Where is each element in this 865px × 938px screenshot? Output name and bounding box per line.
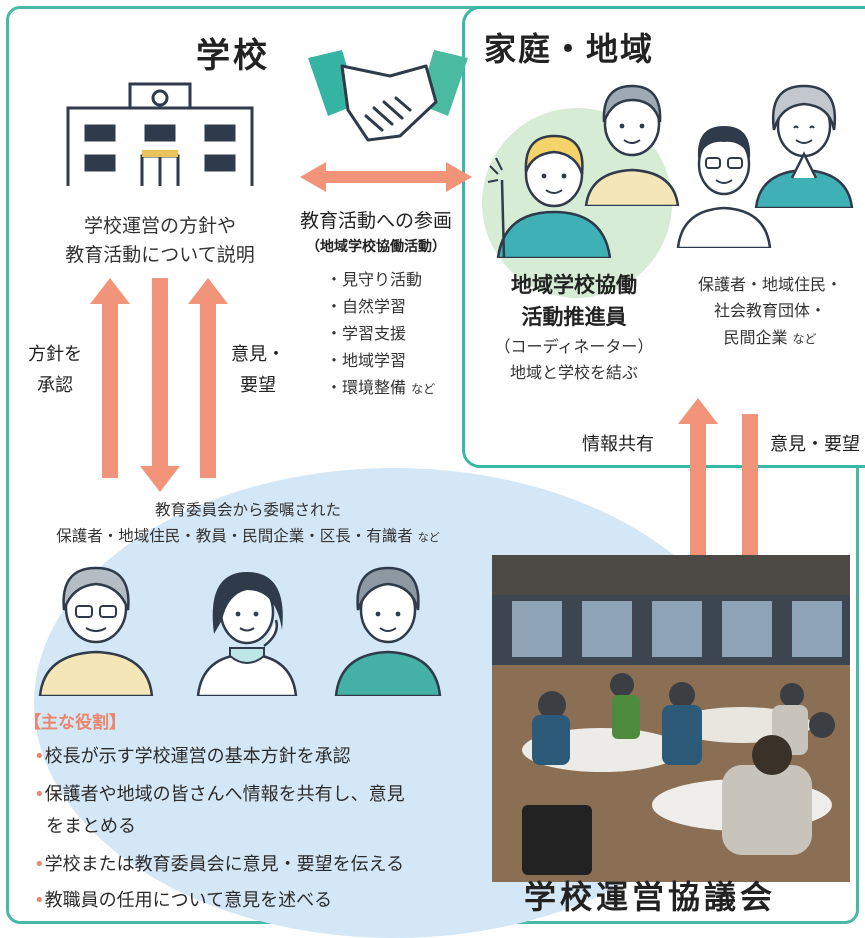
appointed-line1: 教育委員会から委嘱された [154, 501, 341, 519]
opinion-label: 意見・ 要望 [226, 340, 290, 401]
elder-woman-illustration [754, 84, 854, 208]
home-title: 家庭・地域 [484, 30, 655, 68]
members-line3-suffix: など [792, 331, 817, 346]
bullet-dot-icon: • [34, 890, 45, 911]
school-desc-line2: 教育活動について説明 [65, 244, 255, 267]
council-meeting-photo [492, 555, 850, 882]
appointed-line2-suffix: など [417, 530, 440, 544]
opinion-request-label: 意見・要望 [770, 434, 860, 455]
approve-label: 方針を 承認 [20, 340, 90, 401]
explain-down-arrow [140, 278, 180, 492]
opinion-label-line1: 意見・ [231, 344, 285, 365]
participation-subtitle: （地域学校協働活動） [306, 239, 446, 255]
school-description: 学校運営の方針や 教育活動について説明 [40, 212, 280, 271]
participation-item-5-main: ・環境整備 [326, 378, 407, 397]
participation-item-3: ・学習支援 [326, 324, 407, 343]
participation-item-5: ・環境整備 など [326, 374, 435, 403]
opinion-up-arrow [188, 278, 228, 478]
council-woman-illustration [196, 572, 298, 696]
bullet-dot-icon: • [34, 854, 45, 875]
approve-up-arrow [90, 278, 130, 478]
coordinator-woman-illustration [487, 134, 612, 258]
participation-item-4: ・地域学習 [326, 351, 407, 370]
opinion-label-line2: 要望 [240, 374, 276, 396]
info-share-label: 情報共有 [582, 430, 654, 456]
info-share-up-arrow [678, 398, 718, 582]
members-line3-main: 民間企業 [723, 327, 788, 347]
role-item: •教職員の任用について意見を述べる [34, 886, 332, 912]
roles-heading: 【主な役割】 [24, 713, 126, 733]
members-line1: 保護者・地域住民・ [697, 275, 842, 294]
coordinator-title-line1: 地域学校協働 [511, 273, 637, 297]
role-text: 学校または教育委員会に意見・要望を伝える [44, 854, 405, 875]
approve-label-line1: 方針を [28, 344, 82, 365]
role-text: 教職員の任用について意見を述べる [44, 890, 333, 911]
role-text: 保護者や地域の皆さんへ情報を共有し、意見 [44, 784, 405, 805]
bullet-dot-icon: • [34, 746, 45, 767]
opinion-request-down-arrow [730, 414, 770, 598]
appointed-line2-main: 保護者・地域住民・教員・民間企業・区長・有識者 [56, 526, 413, 545]
participation-item-2: ・自然学習 [326, 297, 407, 316]
coordinator-description: 地域と学校を結ぶ [509, 363, 638, 383]
approve-label-line2: 承認 [37, 374, 73, 396]
role-item: •校長が示す学校運営の基本方針を承認 [34, 742, 351, 768]
council-elder-man-illustration [38, 566, 154, 696]
members-block: 保護者・地域住民・ 社会教育団体・ 民間企業 など [672, 272, 865, 351]
participation-item-1: ・見守り活動 [326, 270, 423, 289]
members-line2: 社会教育団体・ [713, 301, 826, 321]
council-young-man-illustration [334, 566, 442, 696]
role-text: 校長が示す学校運営の基本方針を承認 [44, 746, 351, 767]
parent-man-illustration [676, 126, 772, 248]
role-item: •学校または教育委員会に意見・要望を伝える [34, 850, 404, 876]
appointed-block: 教育委員会から委嘱された 保護者・地域住民・教員・民間企業・区長・有識者 など [10, 498, 486, 549]
handshake-icon [308, 50, 468, 142]
appointed-line2: 保護者・地域住民・教員・民間企業・区長・有識者 など [10, 524, 486, 550]
participation-title: 教育活動への参画 [300, 210, 453, 232]
bullet-dot-icon: • [34, 784, 45, 805]
coordinator-block: 地域学校協働 活動推進員 （コーディネーター） 地域と学校を結ぶ [474, 270, 674, 386]
school-desc-line1: 学校運営の方針や [83, 215, 236, 237]
school-title: 学校 [196, 36, 270, 76]
coordinator-subtitle: （コーディネーター） [494, 337, 654, 356]
participation-list: ・見守り活動 ・自然学習 ・学習支援 ・地域学習 ・環境整備 など [326, 266, 435, 403]
school-building-icon [66, 82, 254, 186]
participation-items-suffix: など [411, 382, 436, 396]
role-item: •保護者や地域の皆さんへ情報を共有し、意見 [34, 780, 405, 806]
role-item-continuation: をまとめる [46, 812, 136, 838]
coordinator-title-line2: 活動推進員 [521, 304, 627, 329]
two-way-arrow [300, 162, 472, 192]
members-line3: 民間企業 など [672, 325, 865, 351]
role-text-cont: をまとめる [46, 816, 136, 837]
council-name: 学校運営協議会 [524, 878, 777, 916]
coordinator-man-illustration [584, 84, 680, 206]
